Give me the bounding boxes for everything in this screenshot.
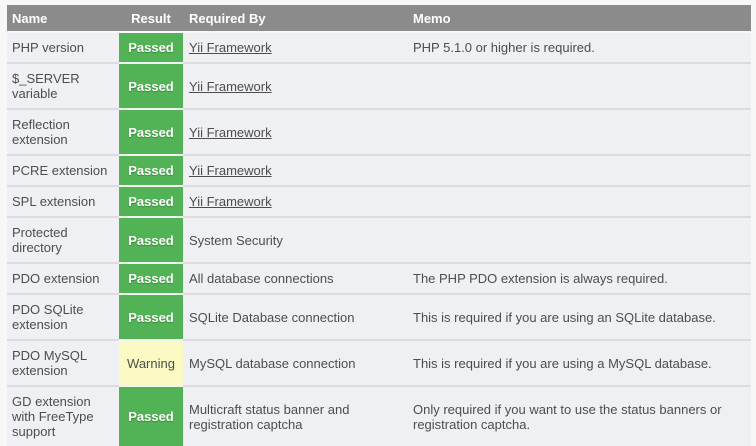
- result-badge: Passed: [119, 156, 183, 187]
- required-by-cell: Yii Framework: [183, 33, 407, 64]
- result-badge: Passed: [119, 387, 183, 446]
- required-by-text: All database connections: [189, 271, 334, 286]
- column-header-required-by: Required By: [183, 5, 407, 33]
- memo-text: [407, 64, 751, 110]
- memo-text: This is required if you are using an SQL…: [407, 295, 751, 341]
- requirement-row: Protected directory Passed System Securi…: [7, 218, 751, 264]
- memo-text: [407, 110, 751, 156]
- memo-text: [407, 156, 751, 187]
- required-by-cell: Yii Framework: [183, 187, 407, 218]
- requirement-row: PDO extension Passed All database connec…: [7, 264, 751, 295]
- required-by-text: MySQL database connection: [189, 355, 356, 371]
- result-badge: Passed: [119, 110, 183, 156]
- memo-text: [407, 218, 751, 264]
- required-by-cell: System Security: [183, 218, 407, 264]
- required-by-cell: Multicraft status banner and registratio…: [183, 387, 407, 446]
- result-badge: Passed: [119, 187, 183, 218]
- requirement-name: Reflection extension: [7, 110, 119, 156]
- required-by-cell: Yii Framework: [183, 156, 407, 187]
- requirements-table: Name Result Required By Memo PHP version…: [7, 5, 751, 446]
- requirement-name: PDO extension: [7, 264, 119, 295]
- table-header-row: Name Result Required By Memo: [7, 5, 751, 33]
- required-by-text: System Security: [189, 232, 283, 248]
- memo-text: [407, 187, 751, 218]
- required-by-cell: Yii Framework: [183, 64, 407, 110]
- required-by-link[interactable]: Yii Framework: [189, 194, 272, 209]
- requirement-row: SPL extension Passed Yii Framework: [7, 187, 751, 218]
- requirement-name: Protected directory: [7, 218, 119, 264]
- requirement-row: PDO MySQL extension Warning MySQL databa…: [7, 341, 751, 387]
- requirement-name: PDO MySQL extension: [7, 341, 119, 387]
- memo-text: PHP 5.1.0 or higher is required.: [407, 33, 751, 64]
- required-by-text: SQLite Database connection: [189, 309, 355, 325]
- column-header-name: Name: [7, 5, 119, 33]
- requirement-name: PCRE extension: [7, 156, 119, 187]
- required-by-link[interactable]: Yii Framework: [189, 40, 272, 55]
- result-badge: Passed: [119, 64, 183, 110]
- required-by-cell: SQLite Database connection: [183, 295, 407, 341]
- required-by-cell: MySQL database connection: [183, 341, 407, 387]
- memo-text: This is required if you are using a MySQ…: [407, 341, 751, 387]
- required-by-link[interactable]: Yii Framework: [189, 78, 272, 94]
- requirement-name: PHP version: [7, 33, 119, 64]
- requirement-name: PDO SQLite extension: [7, 295, 119, 341]
- required-by-text: Multicraft status banner and registratio…: [189, 401, 350, 432]
- required-by-cell: Yii Framework: [183, 110, 407, 156]
- result-badge: Warning: [119, 341, 183, 387]
- required-by-link[interactable]: Yii Framework: [189, 124, 272, 140]
- column-header-result: Result: [119, 5, 183, 33]
- requirement-name: GD extension with FreeType support: [7, 387, 119, 446]
- requirement-name: $_SERVER variable: [7, 64, 119, 110]
- requirement-row: $_SERVER variable Passed Yii Framework: [7, 64, 751, 110]
- column-header-memo: Memo: [407, 5, 751, 33]
- requirement-name: SPL extension: [7, 187, 119, 218]
- result-badge: Passed: [119, 295, 183, 341]
- result-badge: Passed: [119, 218, 183, 264]
- result-badge: Passed: [119, 264, 183, 295]
- requirement-row: Reflection extension Passed Yii Framewor…: [7, 110, 751, 156]
- memo-text: Only required if you want to use the sta…: [407, 387, 751, 446]
- requirement-row: PCRE extension Passed Yii Framework: [7, 156, 751, 187]
- requirement-row: PDO SQLite extension Passed SQLite Datab…: [7, 295, 751, 341]
- requirement-row: PHP version Passed Yii Framework PHP 5.1…: [7, 33, 751, 64]
- required-by-link[interactable]: Yii Framework: [189, 163, 272, 178]
- memo-text: The PHP PDO extension is always required…: [407, 264, 751, 295]
- required-by-cell: All database connections: [183, 264, 407, 295]
- result-badge: Passed: [119, 33, 183, 64]
- requirement-row: GD extension with FreeType support Passe…: [7, 387, 751, 446]
